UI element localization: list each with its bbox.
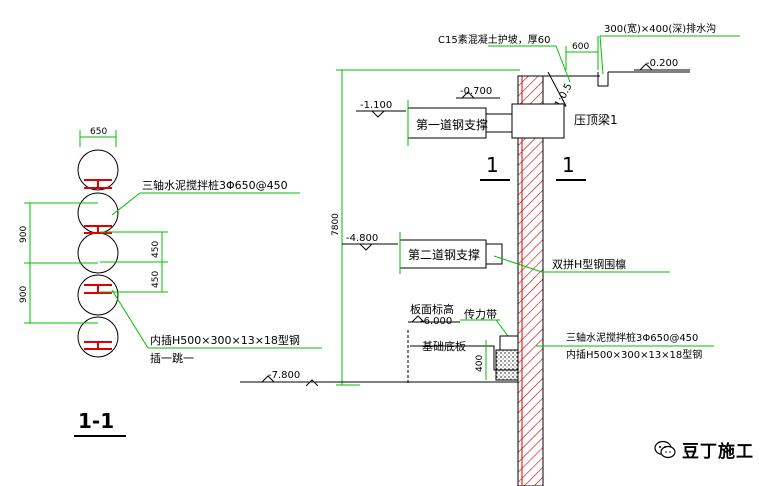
h-steel-r-label: 内插H500×300×13×18型钢	[566, 348, 702, 361]
elev-mark-0200	[639, 63, 653, 71]
dim-450-bottom: 450	[151, 271, 161, 288]
h-steel-label-2: 插一跳一	[150, 351, 194, 365]
waler-label: 双拼H型钢围檩	[552, 257, 626, 271]
h-steel-label: 内插H500×300×13×18型钢	[150, 333, 300, 347]
elev-mark-6000	[411, 315, 425, 323]
wall-section: 1:0.5 600 C15素混凝土护坡，厚60 300(宽)×400(深)排水沟…	[240, 22, 740, 486]
section-cut-right-label: 1	[562, 153, 575, 177]
strut-1-label: 第一道钢支撑	[416, 117, 488, 132]
elev-m0200: -0.200	[646, 58, 678, 69]
h-steel-3	[84, 284, 112, 294]
pile-desc-r-label: 三轴水泥搅拌桩3Φ650@450	[566, 331, 698, 344]
leader-h-steel	[111, 289, 149, 349]
slab-top-label: 板面标高	[410, 302, 454, 316]
elev-m7800: -7.800	[268, 370, 300, 381]
dim-450-top: 450	[151, 241, 161, 258]
base-slab-label: 基础底板	[422, 339, 466, 353]
elev-mark-4800	[359, 243, 373, 251]
strut-1-end	[485, 113, 513, 133]
c15-label: C15素混凝土护坡，厚60	[438, 33, 550, 46]
waler-leader	[493, 255, 543, 273]
elev-mark-0700	[461, 91, 475, 99]
h-steel-4	[84, 341, 112, 350]
strut-2-end	[485, 243, 503, 265]
dim-600: 600	[572, 42, 589, 52]
leader-pile-desc	[111, 192, 141, 216]
transfer-belt	[499, 335, 519, 351]
dim-900-top: 900	[19, 226, 29, 243]
h-steel-2	[84, 225, 112, 234]
drain-leader	[599, 35, 604, 75]
pile-plan: 650 900 900 450 450	[19, 127, 322, 437]
section-cut-left-label: 1	[486, 153, 499, 177]
elev-m1100: -1.100	[360, 100, 392, 111]
c15-leader	[555, 45, 571, 83]
drain-label: 300(宽)×400(深)排水沟	[604, 22, 716, 35]
elev-m0700: -0.700	[460, 86, 492, 97]
pile-3	[77, 232, 119, 274]
cushion-layer	[495, 349, 519, 381]
transfer-belt-label: 传力带	[464, 308, 497, 321]
pile-5	[77, 316, 119, 358]
strut-2-label: 第二道钢支撑	[408, 247, 480, 262]
slope-line	[547, 71, 567, 107]
crown-beam	[511, 103, 565, 139]
dim-400: 400	[475, 355, 485, 372]
dim-900-bottom: 900	[19, 286, 29, 303]
pile-desc-label: 三轴水泥搅拌桩3Φ650@450	[142, 178, 288, 192]
crown-beam-label: 压顶梁1	[574, 112, 618, 127]
section-title: 1-1	[78, 409, 114, 433]
wechat-icon	[654, 440, 676, 458]
watermark: 豆丁施工	[654, 437, 754, 462]
watermark-text: 豆丁施工	[682, 442, 754, 462]
strut-1-box	[407, 107, 487, 139]
dim-650: 650	[90, 127, 107, 137]
pile-1	[77, 149, 119, 191]
elev-m6000: -6.000	[420, 316, 452, 327]
elev-mark-1100	[371, 110, 385, 118]
h-steel-1	[84, 179, 112, 189]
pile-4	[77, 274, 119, 316]
dim-7800: 7800	[331, 213, 341, 236]
drain-ditch	[597, 72, 609, 87]
elev-m4800: -4.800	[346, 233, 378, 244]
elev-mark-7800	[261, 375, 275, 383]
